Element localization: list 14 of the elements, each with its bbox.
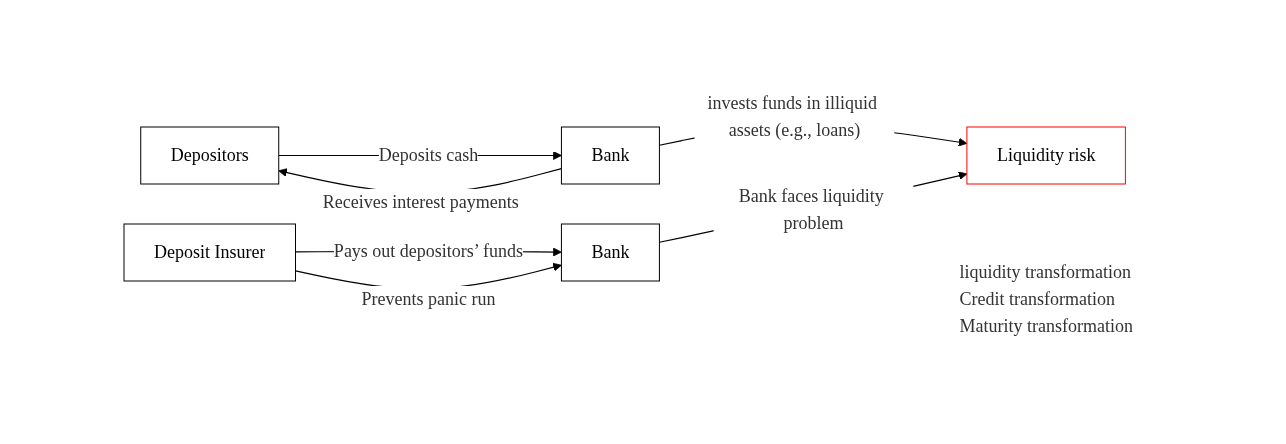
edge-label: Prevents panic run (361, 288, 495, 309)
node-label: Maturity transformation (958, 315, 1133, 336)
edge-label: Deposits cash (378, 144, 478, 165)
node-box: Bank (560, 126, 660, 184)
edge-label: Bank faces liquidity problem (738, 185, 884, 233)
edge-label: Pays out depositors’ funds (333, 240, 523, 260)
node-box: Depositors (139, 126, 279, 184)
node-label: liquidity transformation (958, 261, 1131, 282)
node-box: Liquidity risk (965, 126, 1126, 184)
node-label: Credit transformation (958, 288, 1115, 309)
node-box: Bank (560, 223, 660, 281)
edge-label: invests funds in illiquid assets (e.g., loans) (706, 92, 877, 140)
edge-label: Receives interest payments (322, 191, 519, 212)
node-box: Deposit Insurer (123, 223, 296, 281)
